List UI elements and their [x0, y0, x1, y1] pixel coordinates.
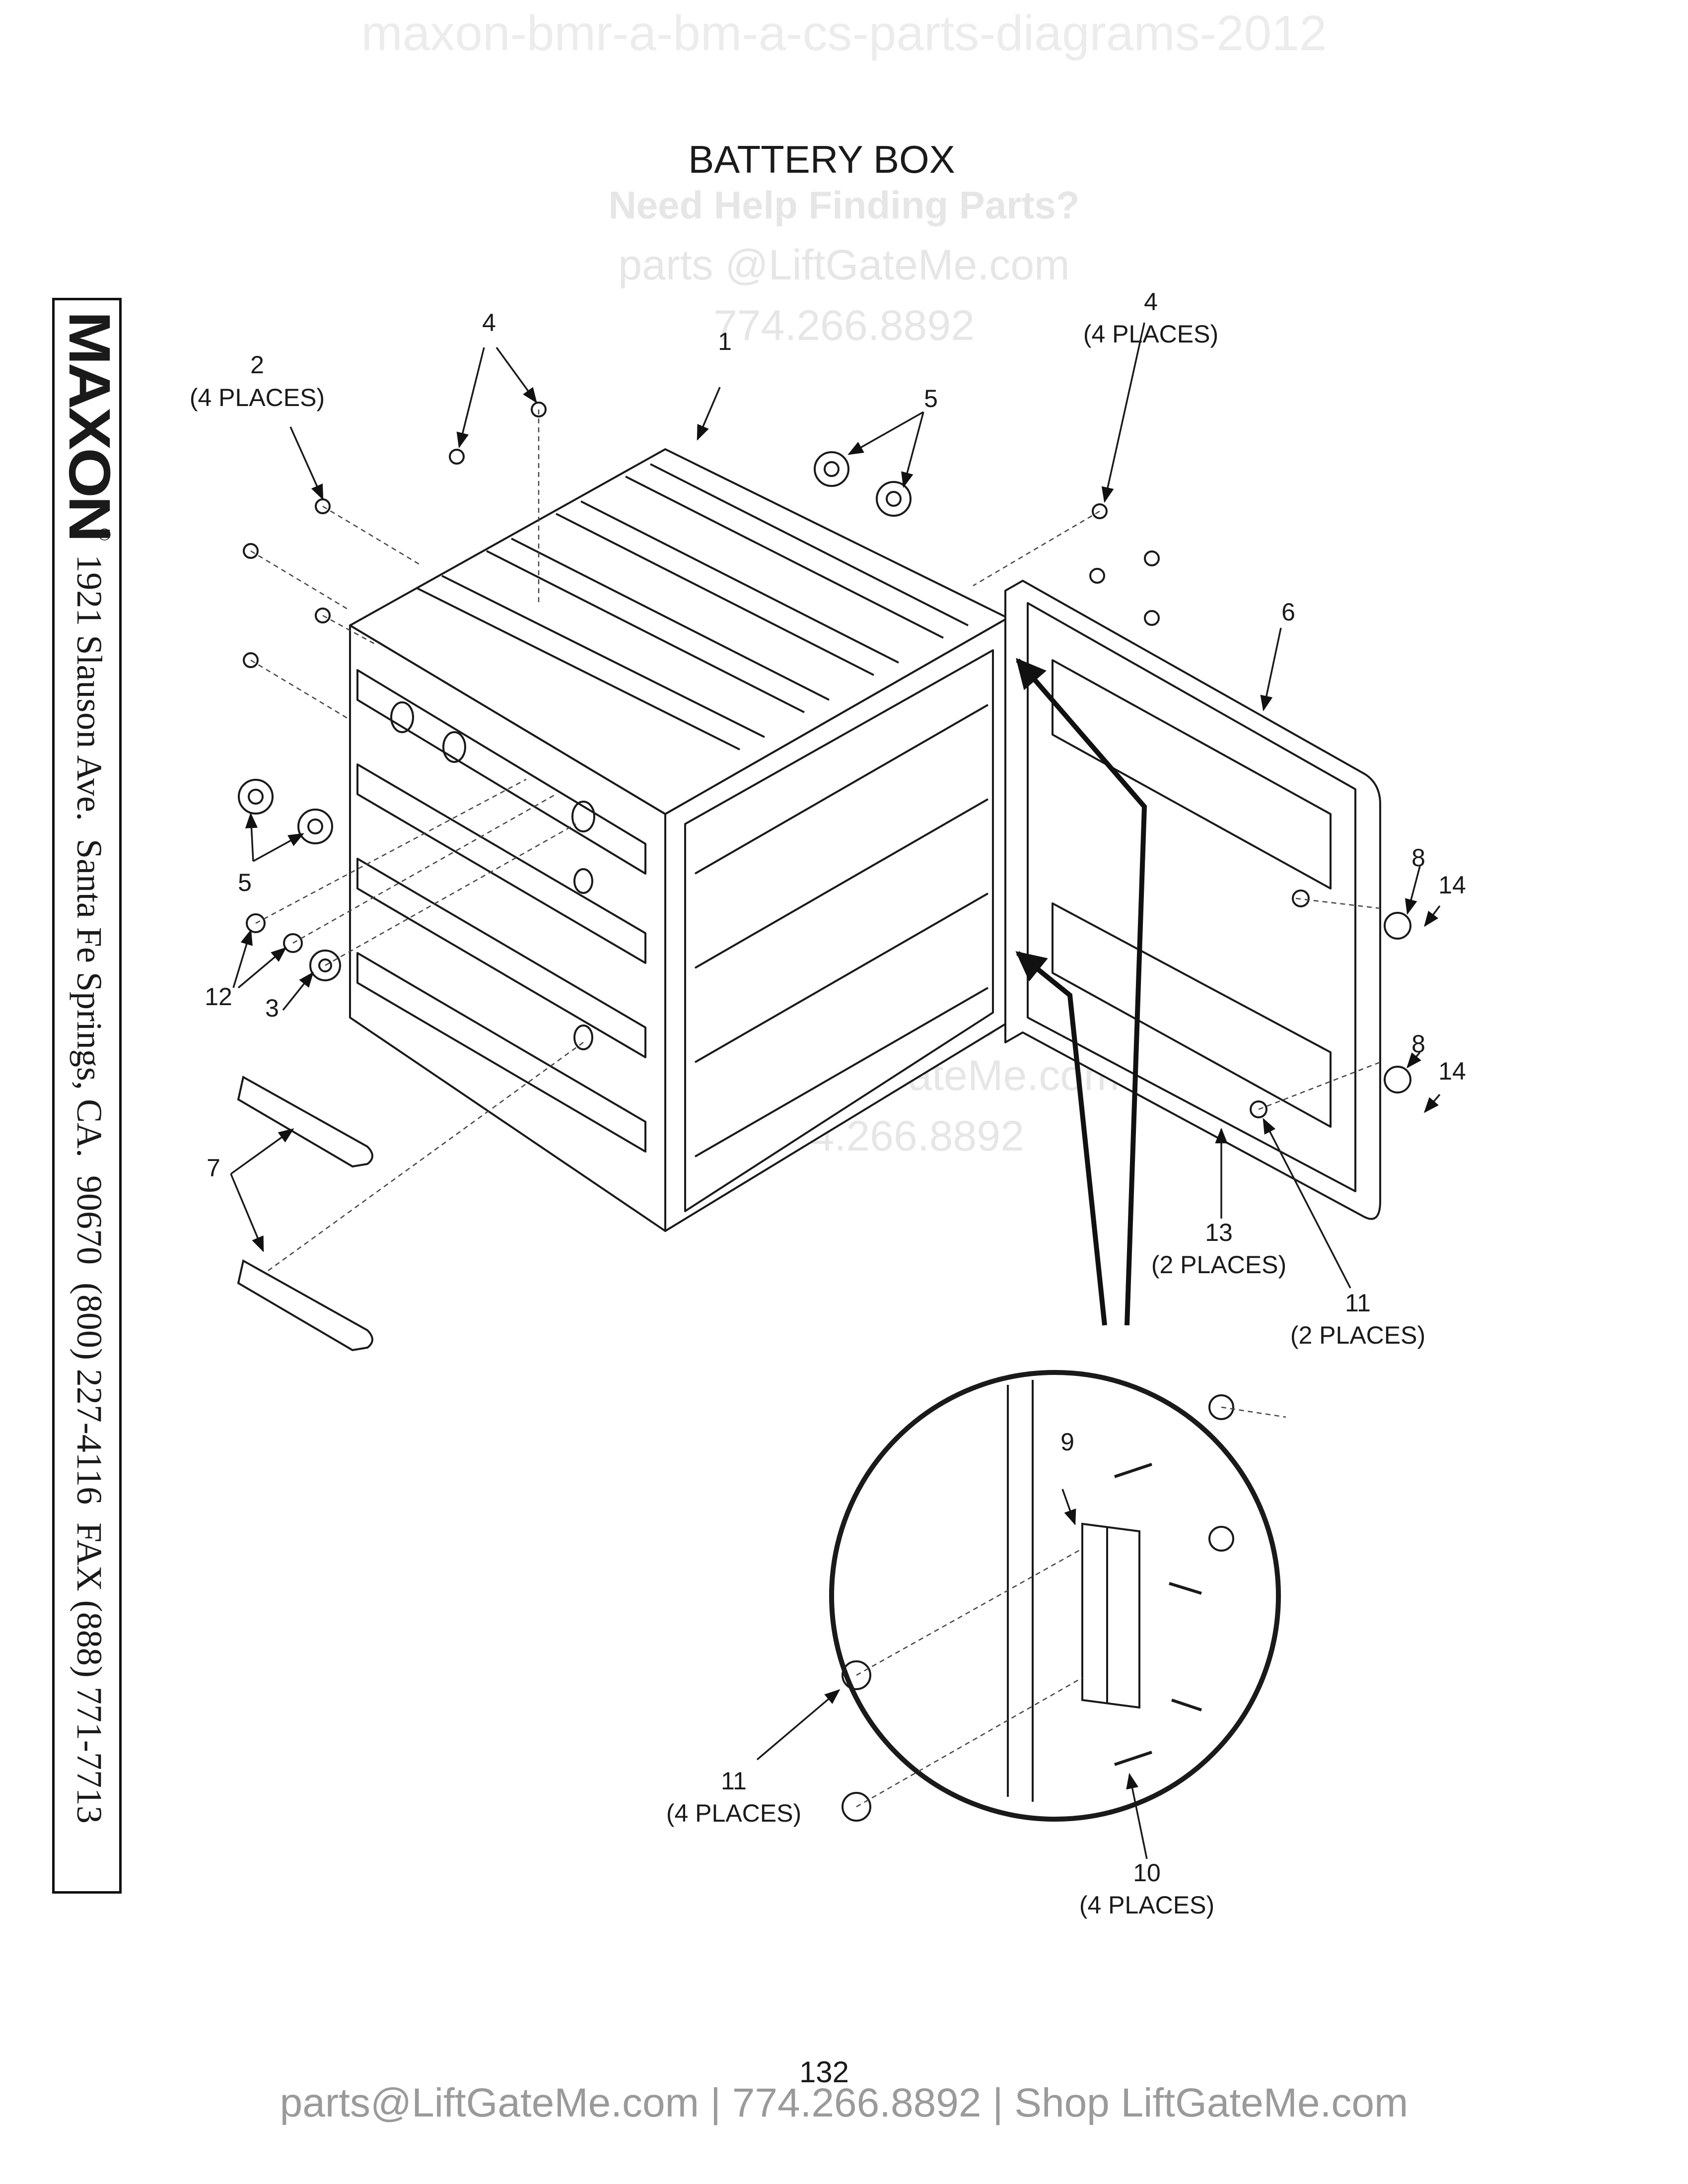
callout-2-qty: (4 PLACES) [190, 384, 325, 411]
callout-10-qty: (4 PLACES) [1079, 1891, 1214, 1919]
callouts: 1 2 (4 PLACES) 3 4 4 (4 PLACES) 5 5 6 7 … [190, 288, 1466, 1919]
door-panel [1004, 580, 1381, 1220]
callout-8b-number: 8 [1411, 1030, 1425, 1058]
callout-14a-number: 14 [1438, 871, 1466, 899]
callout-1-number: 1 [718, 328, 732, 355]
detail-pointer [1015, 658, 1147, 1326]
callout-5a-number: 5 [924, 385, 938, 412]
callout-14b-number: 14 [1438, 1057, 1466, 1085]
watermark-email: parts @LiftGateMe.com [618, 241, 1070, 289]
page-title: BATTERY BOX [688, 137, 955, 181]
watermark-help: Need Help Finding Parts? [608, 183, 1080, 227]
callout-3-number: 3 [265, 994, 279, 1022]
callout-7-number: 7 [207, 1154, 220, 1182]
callout-11b-number: 11 [721, 1767, 747, 1795]
box-body [349, 448, 1009, 1232]
watermark-phone: 774.266.8892 [713, 302, 975, 349]
callout-5b-number: 5 [238, 869, 252, 896]
callout-12-number: 12 [205, 983, 232, 1011]
assembly-lines [250, 410, 1381, 1808]
small-parts [237, 402, 1411, 1352]
callout-4b-number: 4 [1144, 288, 1158, 316]
callout-6-number: 6 [1281, 598, 1295, 626]
callout-10-number: 10 [1133, 1859, 1161, 1887]
callout-4b-qty: (4 PLACES) [1083, 320, 1218, 348]
callout-11a-qty: (2 PLACES) [1290, 1321, 1425, 1349]
callout-11a-number: 11 [1345, 1289, 1371, 1317]
page-number: 132 [799, 2055, 849, 2089]
footer-contact: parts@LiftGateMe.com | 774.266.8892 | Sh… [280, 2080, 1408, 2125]
company-sidebar: MAXON ® 1921 Slauson Ave. Santa Fe Sprin… [52, 298, 122, 1894]
callout-13-number: 13 [1205, 1219, 1233, 1246]
callout-9-number: 9 [1060, 1428, 1074, 1456]
callout-13-qty: (2 PLACES) [1151, 1251, 1286, 1279]
callout-4a-number: 4 [482, 309, 496, 337]
watermark-top: maxon-bmr-a-bm-a-cs-parts-diagrams-2012 [361, 5, 1327, 61]
callout-11b-qty: (4 PLACES) [666, 1799, 801, 1827]
leader-lines [230, 322, 1441, 1859]
callout-2-number: 2 [250, 351, 264, 379]
hinge-detail [829, 1370, 1281, 1822]
callout-8a-number: 8 [1411, 844, 1425, 872]
